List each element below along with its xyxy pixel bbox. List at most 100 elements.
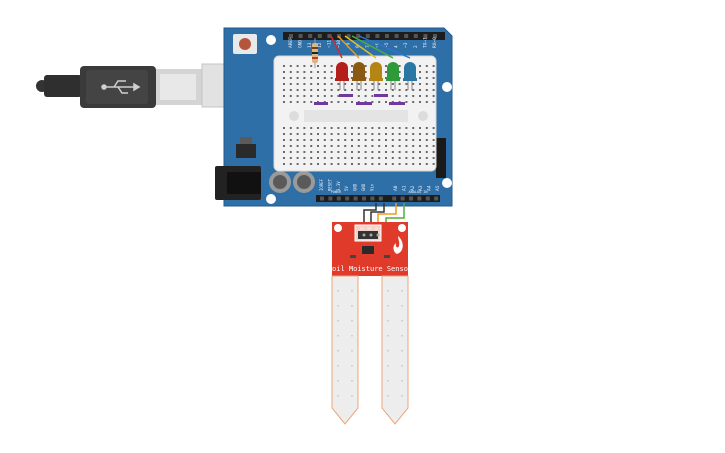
breadboard-hole <box>310 95 313 97</box>
led-brown <box>352 62 366 90</box>
breadboard-hole <box>337 95 340 97</box>
breadboard-hole <box>385 145 387 147</box>
breadboard-hole <box>344 145 347 147</box>
probe-trace <box>401 305 403 307</box>
header-pin[interactable] <box>353 196 358 201</box>
header-pin[interactable] <box>409 196 413 201</box>
usb-icon <box>101 80 141 94</box>
breadboard-hole <box>412 83 415 85</box>
probe-trace <box>337 365 339 367</box>
breadboard-hole <box>323 157 326 159</box>
probe-trace <box>387 290 389 292</box>
breadboard-hole <box>351 71 353 73</box>
breadboard-hole <box>323 77 326 79</box>
header-pin[interactable] <box>392 196 397 201</box>
header-pin[interactable] <box>356 34 361 38</box>
header-pin[interactable] <box>400 196 405 201</box>
breadboard-hole <box>425 157 428 159</box>
probe-trace <box>337 335 339 337</box>
breadboard-hole <box>303 65 306 67</box>
breadboard-hole <box>317 163 319 165</box>
digital-pin-label: RX←0 <box>432 37 438 48</box>
header-pin[interactable] <box>370 196 375 201</box>
breadboard-hole <box>385 65 387 67</box>
header-pin[interactable] <box>337 34 341 38</box>
power-label: POWER <box>331 190 342 194</box>
header-pin[interactable] <box>417 196 422 201</box>
breadboard-hole <box>378 151 381 153</box>
breadboard-hole <box>371 157 374 159</box>
breadboard-hole <box>330 127 333 129</box>
breadboard-hole <box>432 139 435 141</box>
power-jack <box>215 166 261 200</box>
header-pin[interactable] <box>378 196 383 201</box>
breadboard-hole <box>412 89 415 91</box>
header-pin[interactable] <box>423 34 428 38</box>
breadboard-hole <box>378 101 381 103</box>
breadboard-hole <box>398 139 401 141</box>
breadboard-hole <box>425 89 428 91</box>
breadboard-hole <box>323 95 326 97</box>
header-pin[interactable] <box>346 34 351 38</box>
breadboard-hole <box>330 65 333 67</box>
breadboard-hole <box>351 89 353 91</box>
probe-trace <box>351 380 353 382</box>
breadboard-hole <box>283 157 285 159</box>
breadboard-hole <box>337 127 340 129</box>
breadboard-hole <box>432 71 435 73</box>
header-pin[interactable] <box>365 34 370 38</box>
digital-pin-label: TX→1 <box>422 37 428 48</box>
header-pin[interactable] <box>375 34 380 38</box>
probe-trace <box>351 365 353 367</box>
header-pin[interactable] <box>328 196 333 201</box>
digital-pin-label: ~9 <box>346 42 352 48</box>
header-pin[interactable] <box>433 34 437 38</box>
probe-trace <box>351 290 353 292</box>
breadboard-hole <box>385 157 387 159</box>
breadboard-hole <box>412 133 415 135</box>
mount-hole <box>442 178 452 188</box>
pin-label-sig: SIG <box>374 227 379 231</box>
header-pin[interactable] <box>425 196 430 201</box>
header-pin[interactable] <box>345 196 350 201</box>
header-pin[interactable] <box>308 34 313 38</box>
power-pin-label: 5V <box>344 186 349 191</box>
breadboard-hole <box>296 65 299 67</box>
breadboard-hole <box>323 127 326 129</box>
breadboard-hole <box>317 77 319 79</box>
breadboard-hole <box>364 83 367 85</box>
header-pin[interactable] <box>434 196 439 201</box>
digital-pin-label: 2 <box>413 45 419 48</box>
header-pin[interactable] <box>385 34 389 38</box>
breadboard-hole <box>405 163 408 165</box>
breadboard-hole <box>310 71 313 73</box>
probe-trace <box>387 365 389 367</box>
breadboard-hole <box>289 95 292 97</box>
header-pin[interactable] <box>320 196 324 201</box>
header-pin[interactable] <box>404 34 409 38</box>
breadboard-hole <box>337 145 340 147</box>
breadboard-hole <box>283 65 285 67</box>
breadboard-hole <box>303 139 306 141</box>
breadboard-hole <box>337 139 340 141</box>
digital-pin-label: ~11 <box>326 40 332 48</box>
breadboard-hole <box>425 127 428 129</box>
header-pin[interactable] <box>289 34 293 38</box>
breadboard-hole <box>398 89 401 91</box>
header-pin[interactable] <box>362 196 366 201</box>
breadboard-hole <box>289 89 292 91</box>
header-pin[interactable] <box>413 34 418 38</box>
header-pin[interactable] <box>336 196 341 201</box>
breadboard-hole <box>378 83 381 85</box>
header-pin[interactable] <box>394 34 399 38</box>
breadboard-hole <box>432 157 435 159</box>
breadboard-hole <box>432 101 435 103</box>
breadboard-hole <box>296 145 299 147</box>
breadboard-hole <box>296 89 299 91</box>
header-pin[interactable] <box>317 34 322 38</box>
header-pin[interactable] <box>298 34 303 38</box>
breadboard-hole <box>412 151 415 153</box>
header-pin[interactable] <box>327 34 332 38</box>
breadboard-hole <box>425 145 428 147</box>
